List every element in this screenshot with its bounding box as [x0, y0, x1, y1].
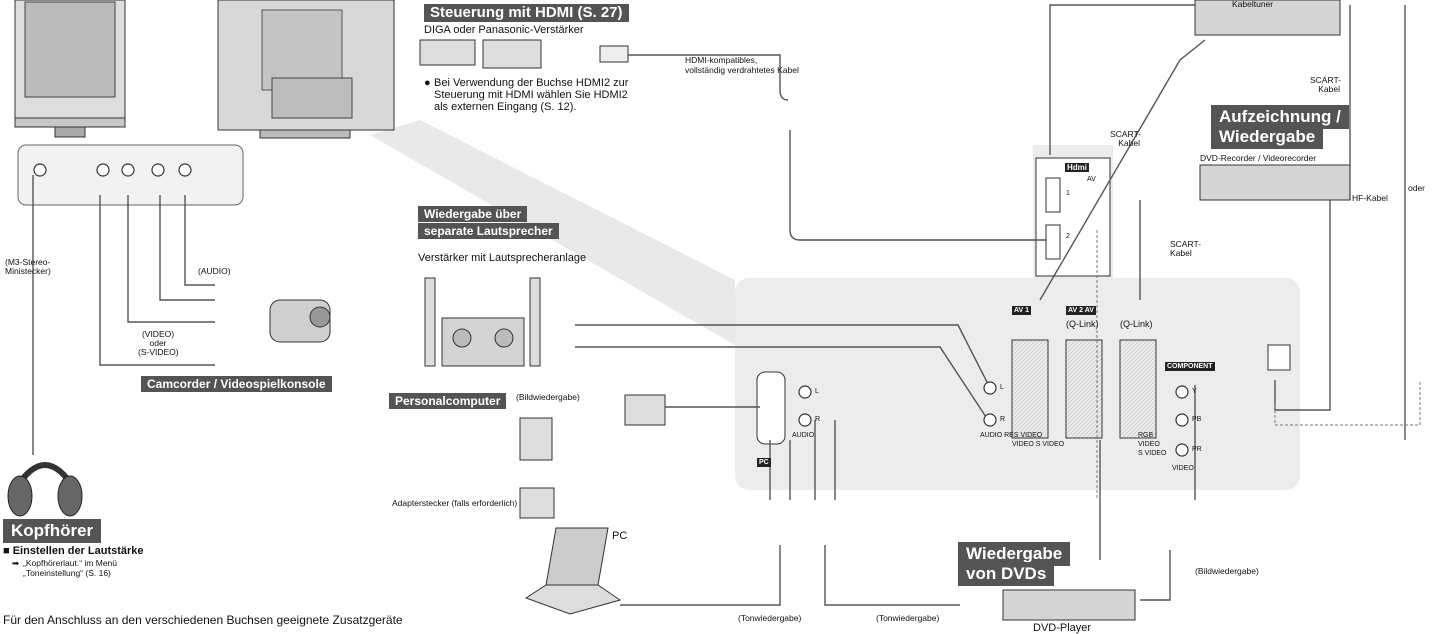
hdmi-note-line-1: Bei Verwendung der Buchse HDMI2 zur	[434, 77, 629, 89]
av1-video-svideo: VIDEO S VIDEO	[1012, 441, 1065, 448]
volume-desc-2: „Toneinstellung“ (S. 16)	[23, 568, 111, 578]
volume-desc-1: „Kopfhörerlaut.“ im Menü	[23, 558, 118, 568]
av1-l-label: L	[1000, 384, 1004, 391]
volume-title: ■ Einstellen der Lautstärke	[3, 545, 144, 557]
component-label: COMPONENT	[1165, 362, 1215, 371]
hdmi-2-label: 2	[1066, 233, 1070, 240]
heading-recording-2: Wiedergabe	[1211, 125, 1324, 149]
cables	[32, 4, 1406, 606]
av3-rgb-label: RGB	[1138, 432, 1154, 439]
component-pb-label: PB	[1192, 416, 1202, 423]
heading-speakers-1: Wiedergabe über	[418, 206, 528, 222]
cable-receiver-device	[1194, 0, 1341, 36]
hdmi2-socket	[1045, 224, 1061, 260]
scart-low-2: Kabel	[1170, 248, 1192, 258]
dvd-recorder-label: DVD-Recorder / Videorecorder	[1200, 153, 1317, 163]
dvd-player-device	[1002, 589, 1136, 621]
hdmi-note-line-2: Steuerung mit HDMI wählen Sie HDMI2	[434, 89, 628, 101]
volume-title-text: Einstellen der Lautstärke	[12, 545, 144, 557]
picture-playback-label: (Bildwiedergabe)	[1195, 566, 1259, 576]
component-y-label: Y	[1192, 388, 1197, 395]
av2-label: AV 2 AV	[1066, 306, 1096, 315]
amp-label: Verstärker mit Lautsprecheranlage	[418, 252, 587, 264]
headphones-device	[7, 462, 83, 517]
tv-front	[14, 0, 126, 138]
component-pr-label: PR	[1192, 446, 1202, 453]
aerial-socket	[1267, 344, 1291, 371]
dvd-player-label: DVD-Player	[1033, 622, 1092, 634]
scart-top-2: Kabel	[1318, 84, 1340, 94]
pc-socket	[756, 371, 786, 445]
scart-sockets	[1011, 339, 1157, 439]
pc-jack-label: PC	[757, 458, 771, 467]
heading-speakers-2: separate Lautsprecher	[418, 223, 559, 239]
hdmi-logo: Hdmi	[1065, 163, 1089, 172]
av1-r-label: R	[1000, 416, 1006, 423]
scart-low-1: SCART-	[1170, 239, 1202, 249]
heading-hdmi-control: Steuerung mit HDMI (S. 27)	[424, 4, 629, 22]
vga-adapter	[519, 394, 666, 519]
svideo-label: (S-VIDEO)	[138, 347, 179, 357]
volume-arrow-icon: ➡	[12, 558, 20, 568]
or-label: oder	[1408, 183, 1426, 193]
av1-audio-res-video: AUDIO RES VIDEO	[980, 432, 1043, 439]
pc-display-label: (Bildwiedergabe)	[516, 392, 580, 402]
camcorder-device	[269, 299, 331, 343]
hdmi-note-line-3: als externen Eingang (S. 12).	[434, 101, 577, 113]
heading-camcorder: Camcorder / Videospielkonsole	[141, 376, 332, 392]
bottom-note: Für den Anschluss an den verschiedenen B…	[3, 613, 403, 627]
heading-dvd-play-2: von DVDs	[958, 562, 1055, 586]
heading-headphones: Kopfhörer	[3, 519, 102, 543]
pc-audio-label: AUDIO	[792, 432, 815, 439]
scart-top-1: SCART-	[1310, 75, 1342, 85]
scart-mid-2: Kabel	[1118, 138, 1140, 148]
video-label: (VIDEO)	[141, 329, 175, 339]
laptop-device	[524, 527, 622, 615]
pc-r-label: R	[815, 416, 821, 423]
sound-playback-2: (Tonwiedergabe)	[876, 613, 940, 623]
or-label-small: oder	[149, 338, 167, 348]
q-link-av2: (Q-Link)	[1066, 319, 1099, 329]
hdmi-av-label: AV	[1087, 176, 1096, 183]
component-video-label: VIDEO	[1172, 465, 1194, 472]
sound-playback-1: (Tonwiedergabe)	[738, 613, 802, 623]
heading-pc: Personalcomputer	[389, 393, 507, 409]
av3-video-label: VIDEO	[1138, 441, 1160, 448]
tv-rear	[217, 0, 395, 139]
hdmi-cable-line-1: HDMI-kompatibles,	[685, 55, 758, 65]
adapter-label: Adapterstecker (falls erforderlich)	[392, 498, 518, 508]
dvd-recorder-device	[1199, 164, 1351, 201]
av3-svideo-label: S VIDEO	[1138, 450, 1167, 457]
hdmi-device-diga	[419, 39, 629, 69]
hdmi-note-bullet-icon: ●	[424, 77, 431, 89]
av1-label: AV 1	[1012, 306, 1032, 315]
scart-mid-1: SCART-	[1110, 129, 1142, 139]
q-link-av3: (Q-Link)	[1120, 319, 1153, 329]
hdmi1-socket	[1045, 177, 1061, 213]
pc-l-label: L	[815, 388, 819, 395]
receiver-label: Kabeltuner	[1232, 0, 1274, 9]
audio-label: (AUDIO)	[198, 266, 231, 276]
amplifier-device	[424, 277, 541, 367]
m3-line-1: (M3-Stereo-	[5, 257, 51, 267]
diga-label: DIGA oder Panasonic-Verstärker	[424, 24, 584, 36]
panel-jacks	[33, 163, 1189, 457]
pc-label: PC	[612, 530, 628, 542]
hdmi-cable-line-2: vollständig verdrahtetes Kabel	[685, 65, 799, 75]
m3-line-2: Ministecker)	[5, 266, 51, 276]
hdmi-1-label: 1	[1066, 190, 1070, 197]
rf-cable-label: HF-Kabel	[1352, 193, 1388, 203]
